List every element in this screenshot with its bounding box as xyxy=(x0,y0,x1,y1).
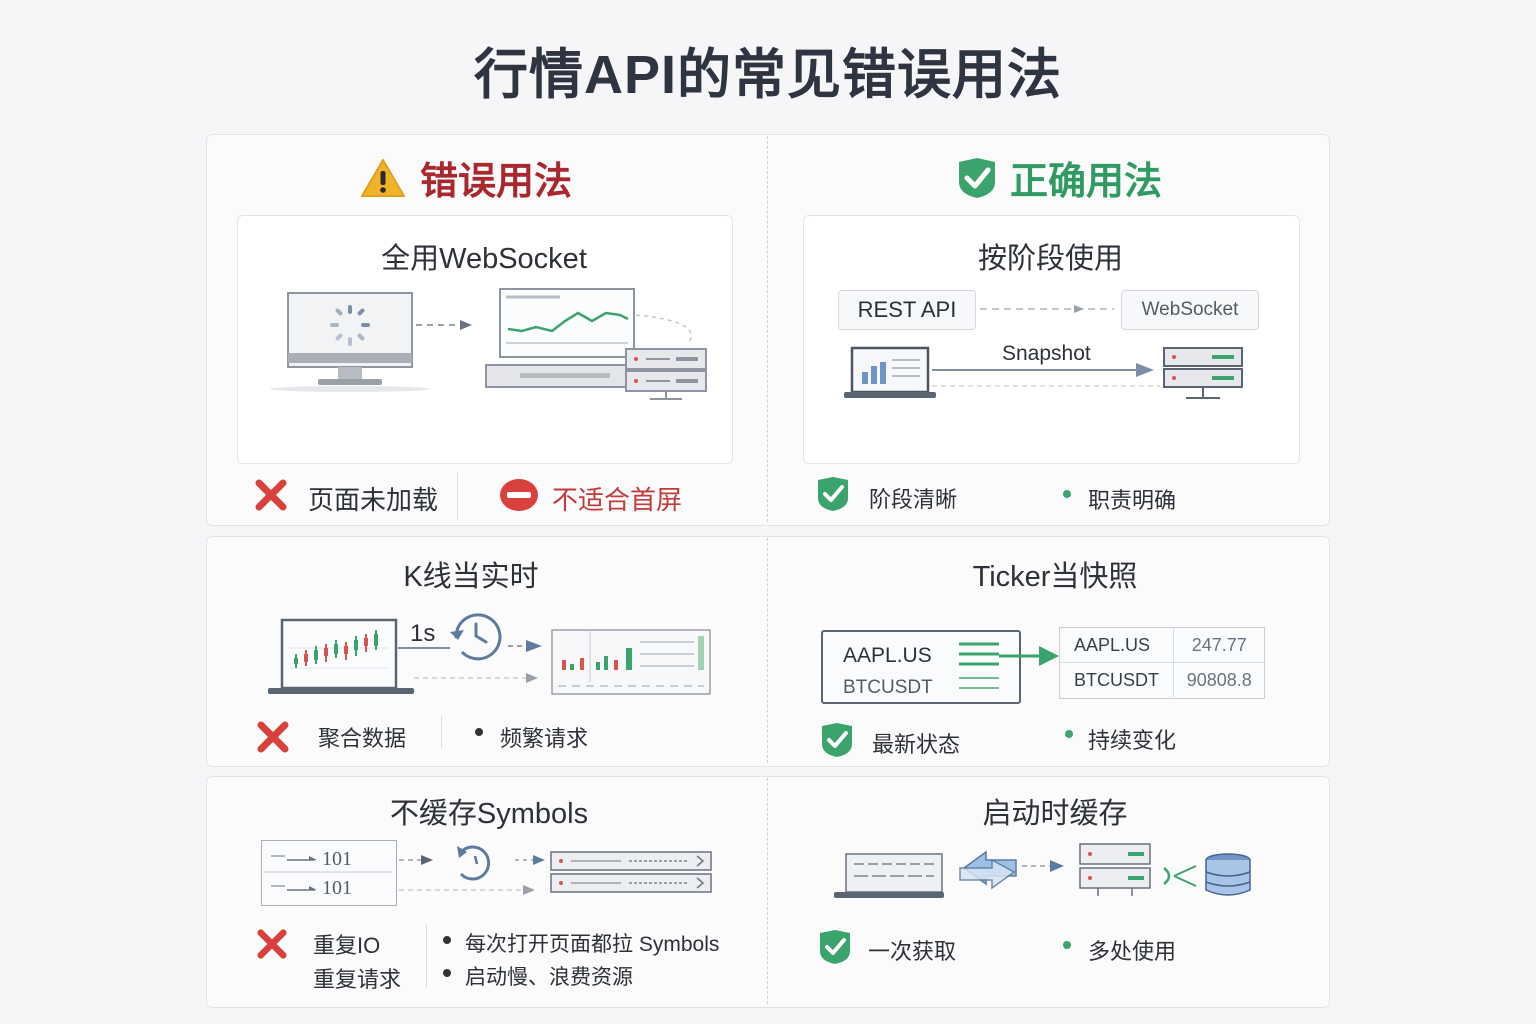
point-repeat-io: 重复IO xyxy=(313,933,381,958)
ticker-symbol-2: BTCUSDT xyxy=(843,677,933,698)
warning-icon xyxy=(360,158,406,198)
ticker-arrow xyxy=(959,642,1059,689)
symbols-illustration xyxy=(263,845,712,895)
bullet-dot xyxy=(443,936,451,944)
page-title: 行情API的常见错误用法 xyxy=(473,45,1063,105)
right-header-label: 正确用法 xyxy=(1010,161,1163,203)
column-divider xyxy=(767,538,768,763)
interval-label: 1s xyxy=(410,620,436,647)
connector-icon xyxy=(1163,865,1197,887)
loading-monitor-icon xyxy=(270,292,430,392)
table-price-cell: 247.77 xyxy=(1173,628,1264,662)
point-not-for-first-screen: 不适合首屏 xyxy=(552,485,683,515)
code-row: 101 xyxy=(322,848,352,870)
server-icon xyxy=(625,348,707,400)
bullet-dot xyxy=(1065,730,1073,738)
point-use-everywhere: 多处使用 xyxy=(1088,939,1177,964)
symbols-title: 不缓存Symbols xyxy=(389,798,589,830)
ticker-title: Ticker当快照 xyxy=(972,561,1138,593)
point-fetch-every-time: 每次打开页面都拉 Symbols xyxy=(465,933,720,956)
column-divider xyxy=(767,136,768,522)
point-repeat-requests: 重复请求 xyxy=(313,967,402,992)
bullet-dot xyxy=(443,969,451,977)
dashboard-icon xyxy=(551,629,711,695)
chart-screen-icon xyxy=(485,288,661,388)
server-icon xyxy=(1079,843,1151,896)
sync-arrows-icon xyxy=(959,850,1017,890)
ticker-symbol-1: AAPL.US xyxy=(843,644,932,667)
point-fetch-once: 一次获取 xyxy=(868,939,957,964)
kline-illustration xyxy=(268,613,711,695)
laptop-chart-icon xyxy=(844,346,936,398)
database-icon xyxy=(1205,853,1251,896)
wrong-header: 错误用法 xyxy=(360,150,572,205)
snapshot-label: Snapshot xyxy=(1002,342,1091,365)
wrong-header-label: 错误用法 xyxy=(420,161,573,203)
error-x-icon xyxy=(256,928,288,965)
clock-refresh-icon xyxy=(450,613,502,661)
point-latest-state: 最新状态 xyxy=(872,732,961,757)
rest-api-box: REST API xyxy=(838,290,976,330)
check-shield-icon xyxy=(820,722,854,763)
point-page-not-loaded: 页面未加载 xyxy=(308,485,439,515)
ticker-list-card xyxy=(821,630,1021,704)
table-symbol-cell: BTCUSDT xyxy=(1074,670,1159,690)
shield-check-icon xyxy=(956,156,998,200)
stage-arrow xyxy=(980,305,1114,313)
server-icon xyxy=(550,851,712,893)
no-entry-icon xyxy=(499,478,539,517)
kline-title: K线当实时 xyxy=(403,561,539,593)
staged-title: 按阶段使用 xyxy=(977,243,1123,275)
point-separator xyxy=(441,716,442,748)
cache-illustration xyxy=(834,843,1251,898)
laptop-candlestick-icon xyxy=(268,618,414,694)
check-shield-icon xyxy=(816,476,850,517)
point-frequent-requests: 频繁请求 xyxy=(500,726,589,751)
code-list xyxy=(261,840,397,906)
code-row: 101 xyxy=(322,877,352,899)
websocket-title: 全用WebSocket xyxy=(381,243,587,275)
check-shield-icon xyxy=(818,929,852,970)
websocket-box: WebSocket xyxy=(1121,290,1259,330)
bullet-dot xyxy=(475,728,483,736)
server-icon xyxy=(1163,347,1243,399)
point-aggregated-data: 聚合数据 xyxy=(318,726,407,751)
point-separator xyxy=(426,924,427,988)
websocket-illustration xyxy=(270,288,707,400)
staged-card xyxy=(803,215,1300,464)
point-slow-startup: 启动慢、浪费资源 xyxy=(465,966,633,989)
snapshot-illustration xyxy=(844,346,1243,399)
point-continuous-change: 持续变化 xyxy=(1088,728,1177,753)
table-symbol-cell: AAPL.US xyxy=(1074,635,1151,655)
cache-title: 启动时缓存 xyxy=(982,798,1128,830)
error-x-icon xyxy=(256,720,290,759)
point-clear-stages: 阶段清晰 xyxy=(869,487,958,512)
bullet-dot xyxy=(1063,490,1071,498)
right-header: 正确用法 xyxy=(956,150,1162,205)
column-divider xyxy=(767,778,768,1004)
bullet-dot xyxy=(1063,941,1071,949)
refresh-icon xyxy=(457,845,491,881)
laptop-icon xyxy=(834,853,944,898)
table-price-cell: 90808.8 xyxy=(1173,663,1264,697)
point-separator xyxy=(457,472,458,520)
error-x-icon xyxy=(254,478,288,517)
ticker-table: AAPL.US 247.77 BTCUSDT 90808.8 xyxy=(1059,627,1265,699)
point-clear-duties: 职责明确 xyxy=(1088,488,1177,513)
